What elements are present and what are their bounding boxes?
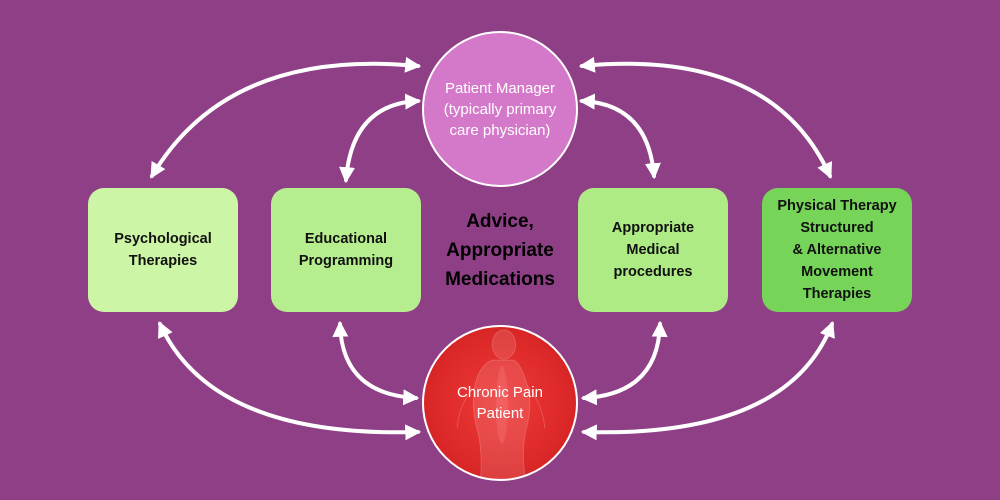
human-body-icon	[456, 329, 546, 479]
physical-therapy-label: Physical Therapy Structured & Alternativ…	[777, 198, 897, 302]
arrow-psych-to-patient	[158, 321, 422, 441]
chronic-pain-patient-label: Chronic Pain Patient	[457, 384, 543, 422]
arrow-manager-to-medical	[578, 93, 661, 180]
educational-programming-node: Educational Programming	[271, 188, 421, 312]
educational-programming-label: Educational Programming	[298, 231, 394, 269]
appropriate-medical-procedures-node: Appropriate Medical procedures	[578, 188, 728, 312]
chronic-pain-patient-node: Chronic Pain Patient	[422, 325, 578, 481]
advice-medications-label-block: Advice, Appropriate Medications	[425, 200, 575, 300]
arrow-edu-to-patient	[332, 320, 420, 406]
arrow-edu-to-manager	[339, 93, 422, 184]
patient-manager-node: Patient Manager (typically primary care …	[422, 31, 578, 187]
psychological-therapies-label: Psychological Therapies	[114, 231, 212, 269]
physical-therapy-node: Physical Therapy Structured & Alternativ…	[762, 188, 912, 312]
arrow-psych-to-manager	[150, 56, 422, 179]
appropriate-medical-procedures-label: Appropriate Medical procedures	[611, 220, 695, 280]
advice-medications-label: Advice, Appropriate Medications	[445, 210, 555, 290]
psychological-therapies-node: Psychological Therapies	[88, 188, 238, 312]
patient-manager-label: Patient Manager (typically primary care …	[443, 79, 557, 139]
arrow-manager-to-physical	[578, 56, 832, 179]
arrow-patient-to-medical	[580, 320, 668, 406]
arrow-patient-to-physical	[580, 321, 835, 441]
